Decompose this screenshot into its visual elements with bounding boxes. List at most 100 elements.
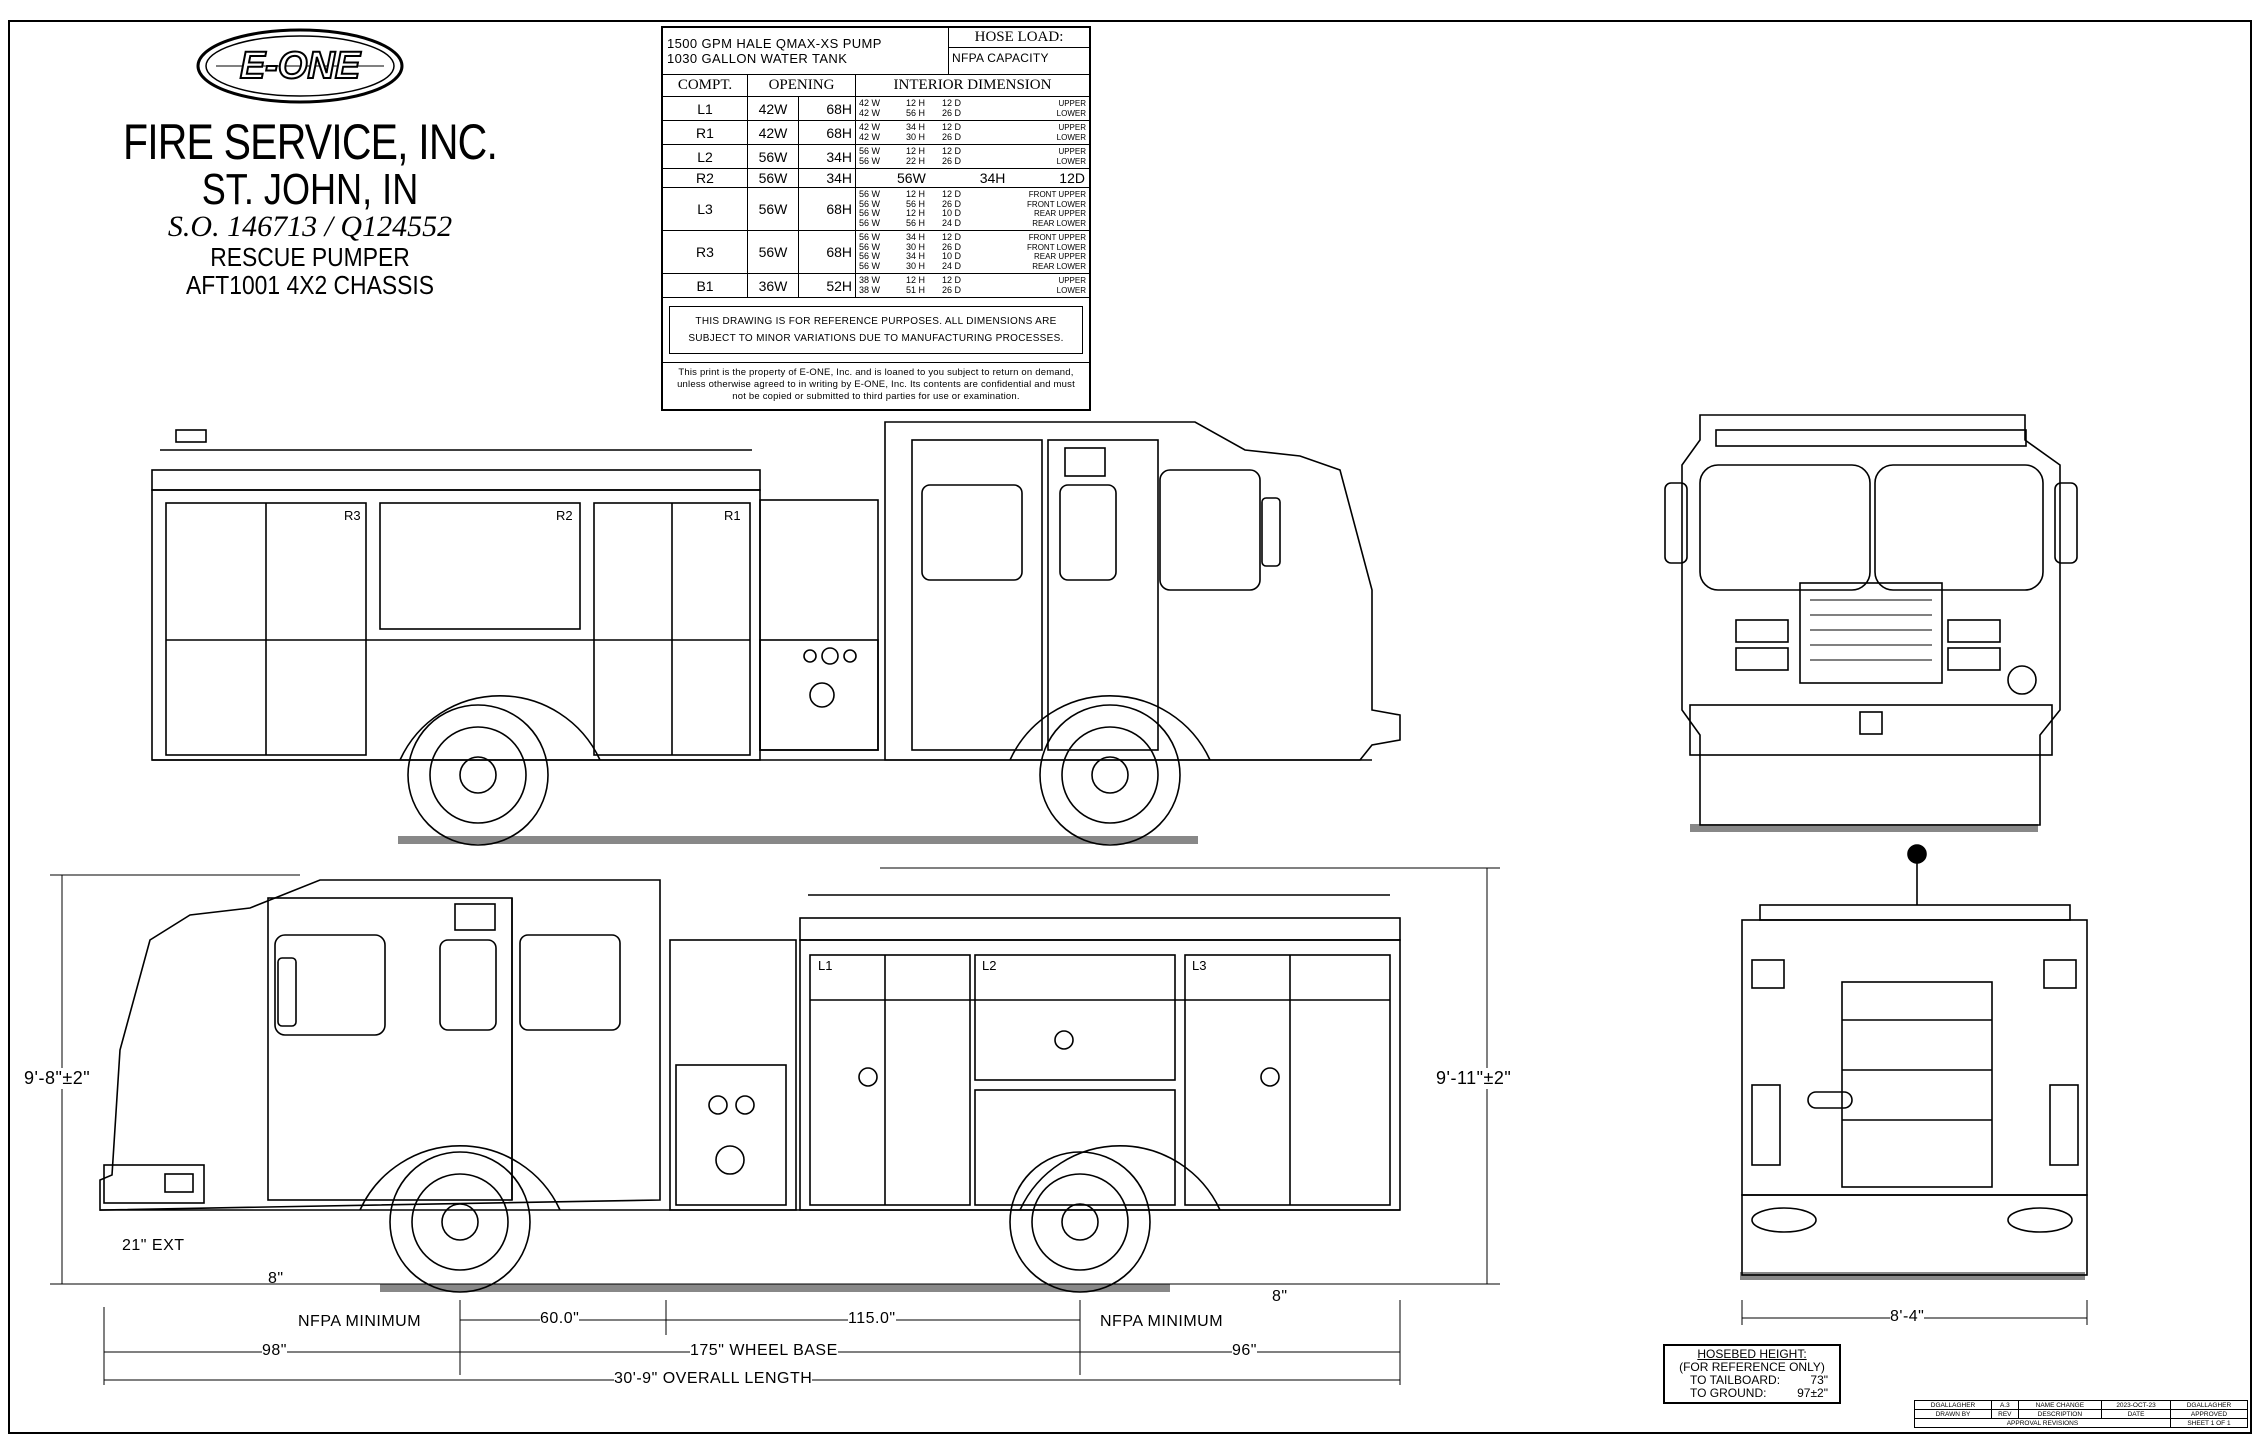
hosebed-subtitle: (FOR REFERENCE ONLY) [1679, 1360, 1825, 1374]
height-front-label: 9'-8"±2" [24, 1068, 91, 1089]
interior-dimension-value: 56 W [859, 260, 881, 271]
ground-label: TO GROUND: [1690, 1386, 1767, 1400]
segment-a-label: 60.0" [540, 1310, 580, 1328]
hose-load: HOSE LOAD: NFPA CAPACITY [949, 28, 1089, 74]
interior-dimension-value: LOWER [1056, 156, 1086, 166]
ground-clearance-front: 8" [268, 1270, 284, 1287]
interior-dimension-value: 26 D [941, 284, 961, 295]
interior-dimension-value: 34 H [905, 122, 925, 132]
door-label-l1: L1 [818, 958, 833, 973]
property-notice: This print is the property of E-ONE, Inc… [663, 362, 1089, 409]
interior-dimension-value: UPPER [1058, 123, 1086, 132]
interior-dimension-value: UPPER [1058, 99, 1086, 108]
interior-dimension-value: LOWER [1056, 132, 1086, 142]
front-overhang-label: 98" [262, 1342, 287, 1360]
opening-height: 68H [798, 187, 856, 231]
interior-dimension-value: 56 H [905, 217, 925, 228]
interior-dimension-value: 26 D [941, 107, 961, 118]
header-interior: INTERIOR DIMENSION [855, 75, 1089, 97]
opening-height: 52H [798, 273, 856, 298]
interior-dimension-value: 30 H [905, 131, 925, 142]
interior-dimension-value: FRONT UPPER [1028, 233, 1086, 242]
ground-clearance-rear: 8" [1272, 1288, 1288, 1305]
rev-date: 2023-OCT-23 [2101, 1400, 2171, 1410]
interior-dimension-value: 56 W [859, 208, 881, 218]
door-label-l3: L3 [1192, 958, 1207, 973]
interior-dimension-value: 56 W [859, 198, 881, 209]
wheelbase-label: 175" WHEEL BASE [690, 1342, 838, 1360]
interior-dimension-value: 56 H [905, 107, 925, 118]
compartment-id: B1 [663, 273, 748, 298]
hosebed-title: HOSEBED HEIGHT: [1697, 1347, 1807, 1361]
sales-order-number: S.O. 146713 / Q124552 [167, 210, 453, 243]
interior-dimension-value: 30 H [905, 241, 925, 252]
interior-dimension-value: 56 H [905, 198, 925, 209]
interior-dimension-value: 34H [979, 170, 1006, 186]
interior-dimension-value: 34 H [905, 232, 925, 242]
interior-dimension-value: UPPER [1058, 147, 1086, 156]
hose-load-title: HOSE LOAD: [949, 28, 1089, 48]
interior-dimension-value: 22 H [905, 155, 925, 166]
door-label-r2: R2 [556, 508, 573, 523]
apparatus-type: RESCUE PUMPER [210, 242, 410, 272]
interior-dimension-value: 26 D [941, 198, 961, 209]
interior-dimension-value: 34 H [905, 251, 925, 261]
hosebed-height-box: HOSEBED HEIGHT: (FOR REFERENCE ONLY) TO … [1663, 1344, 1841, 1404]
opening-width: 56W [747, 168, 799, 188]
svg-text:E-ONE: E-ONE [240, 45, 362, 87]
interior-dimension-value: 30 H [905, 260, 925, 271]
interior-dimension-value: FRONT LOWER [1027, 242, 1086, 252]
hose-load-value: NFPA CAPACITY [952, 51, 1049, 65]
interior-dimension-value: 56 W [859, 232, 881, 242]
interior-dimension-value: 56 W [859, 189, 881, 199]
interior-dimension-value: 12 H [905, 275, 925, 285]
company-location: ST. JOHN, IN [201, 165, 419, 214]
rev-header-description: DESCRIPTION [2017, 1409, 2103, 1419]
interior-dimension-value: 56 W [859, 155, 881, 166]
interior-dimension-value: 12 D [941, 275, 961, 285]
chassis-model: AFT1001 4X2 CHASSIS [186, 270, 434, 300]
rear-overhang-label: 96" [1232, 1342, 1257, 1360]
interior-dimension-value: 42 W [859, 122, 881, 132]
opening-width: 56W [747, 144, 799, 169]
revision-block: DGALLAGHER A.3 NAME CHANGE 2023-OCT-23 D… [1913, 1400, 2249, 1428]
ground-value: 97±2" [1797, 1386, 1828, 1400]
interior-dimension-value: 12 H [905, 98, 925, 108]
interior-dimension-value: FRONT LOWER [1027, 199, 1086, 209]
overall-length-label: 30'-9" OVERALL LENGTH [614, 1370, 813, 1388]
interior-dimension-value: 12 D [941, 146, 961, 156]
interior-dimension-line: 56 W 56 H 26 D FRONT LOWER [859, 198, 1086, 210]
interior-dimension-value: 12 D [941, 122, 961, 132]
interior-dimension-value: 56 W [859, 251, 881, 261]
interior-dimension-value: 10 D [941, 251, 961, 261]
interior-dimension-value: 26 D [941, 241, 961, 252]
opening-width: 36W [747, 273, 799, 298]
rev-header-date: DATE [2101, 1409, 2171, 1419]
door-label-r3: R3 [344, 508, 361, 523]
segment-b-label: 115.0" [848, 1310, 896, 1328]
interior-dimension-value: 56 W [859, 146, 881, 156]
tailboard-value: 73" [1810, 1373, 1828, 1387]
opening-width: 56W [747, 187, 799, 231]
interior-dimension-value: LOWER [1056, 285, 1086, 295]
rev-approved: DGALLAGHER [2169, 1400, 2249, 1410]
reference-note: THIS DRAWING IS FOR REFERENCE PURPOSES. … [669, 306, 1083, 354]
front-extension-label: 21" EXT [122, 1237, 185, 1254]
approval-revisions: APPROVAL REVISIONS [1914, 1418, 2171, 1428]
